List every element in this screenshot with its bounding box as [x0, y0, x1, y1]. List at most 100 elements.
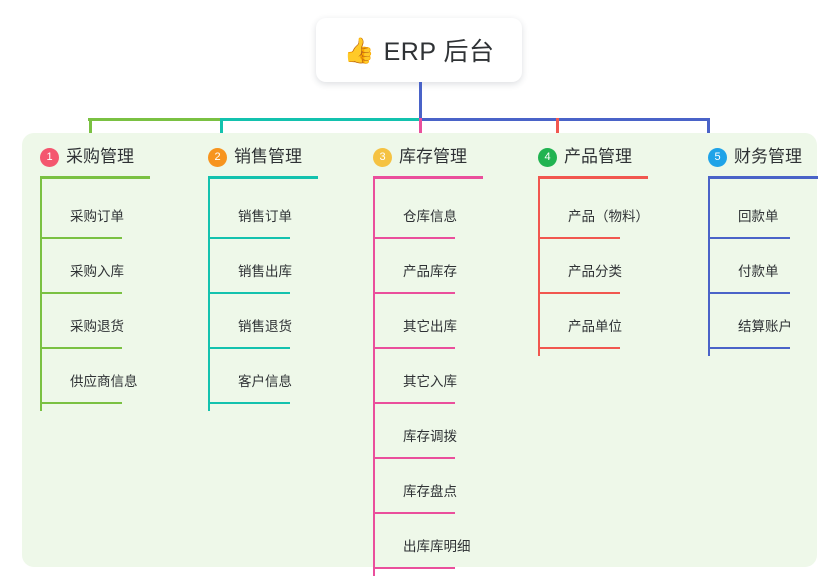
branch-spine-5 — [708, 179, 710, 356]
root-node-label: ERP 后台 — [383, 38, 495, 66]
leaf-item[interactable]: 销售出库 — [208, 246, 328, 301]
leaf-item[interactable]: 付款单 — [708, 246, 828, 301]
leaf-item-underline — [373, 292, 455, 294]
leaf-item-label: 产品单位 — [568, 319, 622, 334]
leaf-item[interactable]: 产品库存 — [373, 246, 493, 301]
leaf-item[interactable]: 采购退货 — [40, 301, 160, 356]
leaf-item-underline — [208, 237, 290, 239]
branch-column-5: 5 财务管理回款单付款单结算账户 — [690, 145, 818, 356]
leaf-item[interactable]: 产品分类 — [538, 246, 658, 301]
leaf-item-label: 产品（物料） — [568, 209, 649, 224]
connector-drop-2 — [220, 118, 223, 145]
branch-underline-5 — [708, 176, 818, 179]
leaf-item-underline — [373, 237, 455, 239]
leaf-item[interactable]: 供应商信息 — [40, 356, 160, 411]
connector-drop-1 — [89, 118, 92, 145]
branch-underline-3 — [373, 176, 483, 179]
leaf-item-label: 库存盘点 — [403, 484, 457, 499]
connector-bar-segment-3 — [419, 118, 709, 121]
leaf-item-underline — [538, 292, 620, 294]
connector-trunk — [419, 82, 422, 118]
leaf-item[interactable]: 销售退货 — [208, 301, 328, 356]
leaf-item-underline — [708, 292, 790, 294]
leaf-item-underline — [373, 512, 455, 514]
leaf-item-label: 结算账户 — [738, 319, 792, 334]
branch-column-4: 4 产品管理产品（物料） 产品分类产品单位 — [520, 145, 649, 356]
leaf-item-label: 其它出库 — [403, 319, 457, 334]
leaf-item[interactable]: 产品单位 — [538, 301, 658, 356]
leaf-item[interactable]: 销售订单 — [208, 191, 328, 246]
branch-header-5[interactable]: 5 财务管理 — [690, 145, 818, 179]
leaf-item[interactable]: 出库库明细 — [373, 521, 493, 576]
leaf-item-underline — [373, 402, 455, 404]
root-node-card[interactable]: 👍 ERP 后台 — [316, 18, 522, 82]
branch-title-1: 采购管理 — [66, 147, 134, 166]
leaf-item-underline — [708, 237, 790, 239]
branch-header-2[interactable]: 2 销售管理 — [190, 145, 318, 179]
leaf-item-label: 仓库信息 — [403, 209, 457, 224]
connector-drop-4 — [556, 118, 559, 145]
leaf-item-underline — [538, 347, 620, 349]
leaf-item-underline — [708, 347, 790, 349]
branch-number-badge-4: 4 — [538, 148, 557, 167]
leaf-item-underline — [208, 347, 290, 349]
leaf-item-label: 供应商信息 — [70, 374, 138, 389]
leaf-item-underline — [373, 347, 455, 349]
leaf-item[interactable]: 库存调拨 — [373, 411, 493, 466]
leaf-item[interactable]: 库存盘点 — [373, 466, 493, 521]
leaf-item-underline — [373, 567, 455, 569]
leaf-item[interactable]: 回款单 — [708, 191, 828, 246]
branch-title-2: 销售管理 — [234, 147, 302, 166]
leaf-item-underline — [40, 237, 122, 239]
leaf-item-label: 产品库存 — [403, 264, 457, 279]
leaf-item-underline — [40, 292, 122, 294]
leaf-item-label: 采购退货 — [70, 319, 124, 334]
leaf-item-label: 销售出库 — [238, 264, 292, 279]
branch-spine-4 — [538, 179, 540, 356]
leaf-item[interactable]: 客户信息 — [208, 356, 328, 411]
leaf-item-label: 付款单 — [738, 264, 779, 279]
leaf-item-label: 产品分类 — [568, 264, 622, 279]
thumbs-up-emoji: 👍 — [343, 35, 375, 65]
connector-bar-segment-1 — [88, 118, 220, 121]
leaf-item[interactable]: 产品（物料） — [538, 191, 658, 246]
leaf-item-underline — [373, 457, 455, 459]
branch-title-5: 财务管理 — [734, 147, 802, 166]
branch-spine-2 — [208, 179, 210, 411]
leaf-item-underline — [208, 402, 290, 404]
leaf-item[interactable]: 采购入库 — [40, 246, 160, 301]
branch-header-4[interactable]: 4 产品管理 — [520, 145, 648, 179]
leaf-item-label: 其它入库 — [403, 374, 457, 389]
leaf-item-label: 采购入库 — [70, 264, 124, 279]
leaf-item[interactable]: 结算账户 — [708, 301, 828, 356]
branch-number-badge-2: 2 — [208, 148, 227, 167]
branch-underline-4 — [538, 176, 648, 179]
branch-spine-3 — [373, 179, 375, 576]
branch-spine-1 — [40, 179, 42, 411]
leaf-item-label: 回款单 — [738, 209, 779, 224]
leaf-item-underline — [40, 347, 122, 349]
leaf-item[interactable]: 仓库信息 — [373, 191, 493, 246]
branches-panel — [22, 133, 817, 567]
leaf-item-label: 出库库明细 — [403, 539, 471, 554]
branch-underline-1 — [40, 176, 150, 179]
leaf-item-label: 客户信息 — [238, 374, 292, 389]
leaf-item-underline — [40, 402, 122, 404]
branch-title-3: 库存管理 — [399, 147, 467, 166]
leaf-item-label: 销售订单 — [238, 209, 292, 224]
leaf-item[interactable]: 采购订单 — [40, 191, 160, 246]
branch-number-badge-5: 5 — [708, 148, 727, 167]
leaf-item[interactable]: 其它出库 — [373, 301, 493, 356]
branch-title-4: 产品管理 — [564, 147, 632, 166]
connector-bar-segment-2 — [220, 118, 419, 121]
connector-drop-5 — [707, 118, 710, 145]
connector-drop-3 — [419, 118, 422, 145]
leaf-item[interactable]: 其它入库 — [373, 356, 493, 411]
leaf-item-underline — [208, 292, 290, 294]
